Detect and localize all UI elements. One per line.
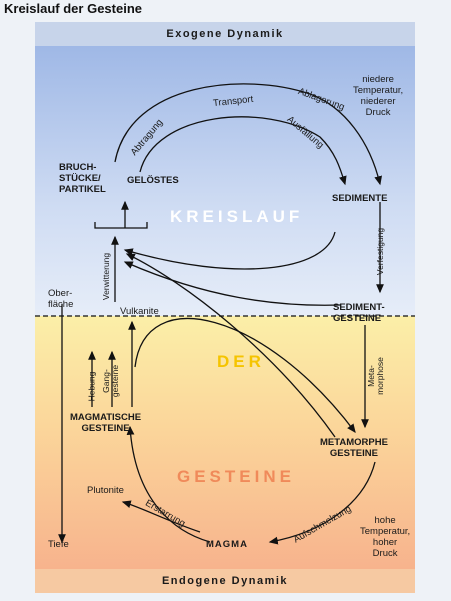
verfestigung-label: Verfestigung xyxy=(375,227,386,276)
gesteine-word: GESTEINE xyxy=(177,467,295,486)
sedimente-node: SEDIMENTE xyxy=(332,193,388,204)
plutonite-arrow xyxy=(121,500,201,533)
endogene-band xyxy=(35,569,415,593)
oberflaeche-label: Ober-fläche xyxy=(48,288,74,310)
transport-arrow xyxy=(114,83,382,186)
metamorphic-weathering-arrow xyxy=(125,253,336,438)
endogene-dynamik-label: Endogene Dynamik xyxy=(161,575,289,587)
exogene-band xyxy=(35,22,415,46)
page-title: Kreislauf der Gesteine xyxy=(4,1,142,16)
magma-node: MAGMA xyxy=(206,539,248,550)
sedimentary-weathering-arrow xyxy=(123,261,341,306)
metamorphose-label: Meta-morphose xyxy=(365,357,385,395)
ganggesteine-label: Gang-gesteine xyxy=(101,364,121,398)
geloestes-node: GELÖSTES xyxy=(127,175,179,186)
der-word: DER xyxy=(217,352,265,371)
hebung-label: Hebung xyxy=(86,371,97,402)
weathering-bracket xyxy=(94,222,148,229)
exogene-dynamik-label: Exogene Dynamik xyxy=(166,28,284,40)
precipitation-arrow xyxy=(139,116,347,186)
cycle-arrows xyxy=(35,83,415,545)
erstarrung-arrow xyxy=(126,425,211,543)
sedimentgesteine-node: SEDIMENT-GESTEINE xyxy=(333,302,385,324)
bruchstuecke-node: BRUCH-STÜCKE/PARTIKEL xyxy=(59,162,106,195)
endogenous-zone xyxy=(35,316,415,569)
vulkanite-label: Vulkanite xyxy=(120,306,159,317)
tiefe-label: Tiefe xyxy=(48,539,69,550)
exogenous-zone xyxy=(35,46,415,316)
plutonite-label: Plutonite xyxy=(87,485,124,496)
magmatic-to-metamorphic-arrow xyxy=(134,317,356,434)
sediment-weathering-arrow xyxy=(123,231,336,270)
aufschmelzung-arrow xyxy=(268,461,376,545)
diagram-frame: Exogene Dynamik Endogene Dynamik xyxy=(35,22,415,593)
kreislauf-word: KREISLAUF xyxy=(170,207,304,226)
verwitterung-label: Verwitterung xyxy=(101,252,112,301)
